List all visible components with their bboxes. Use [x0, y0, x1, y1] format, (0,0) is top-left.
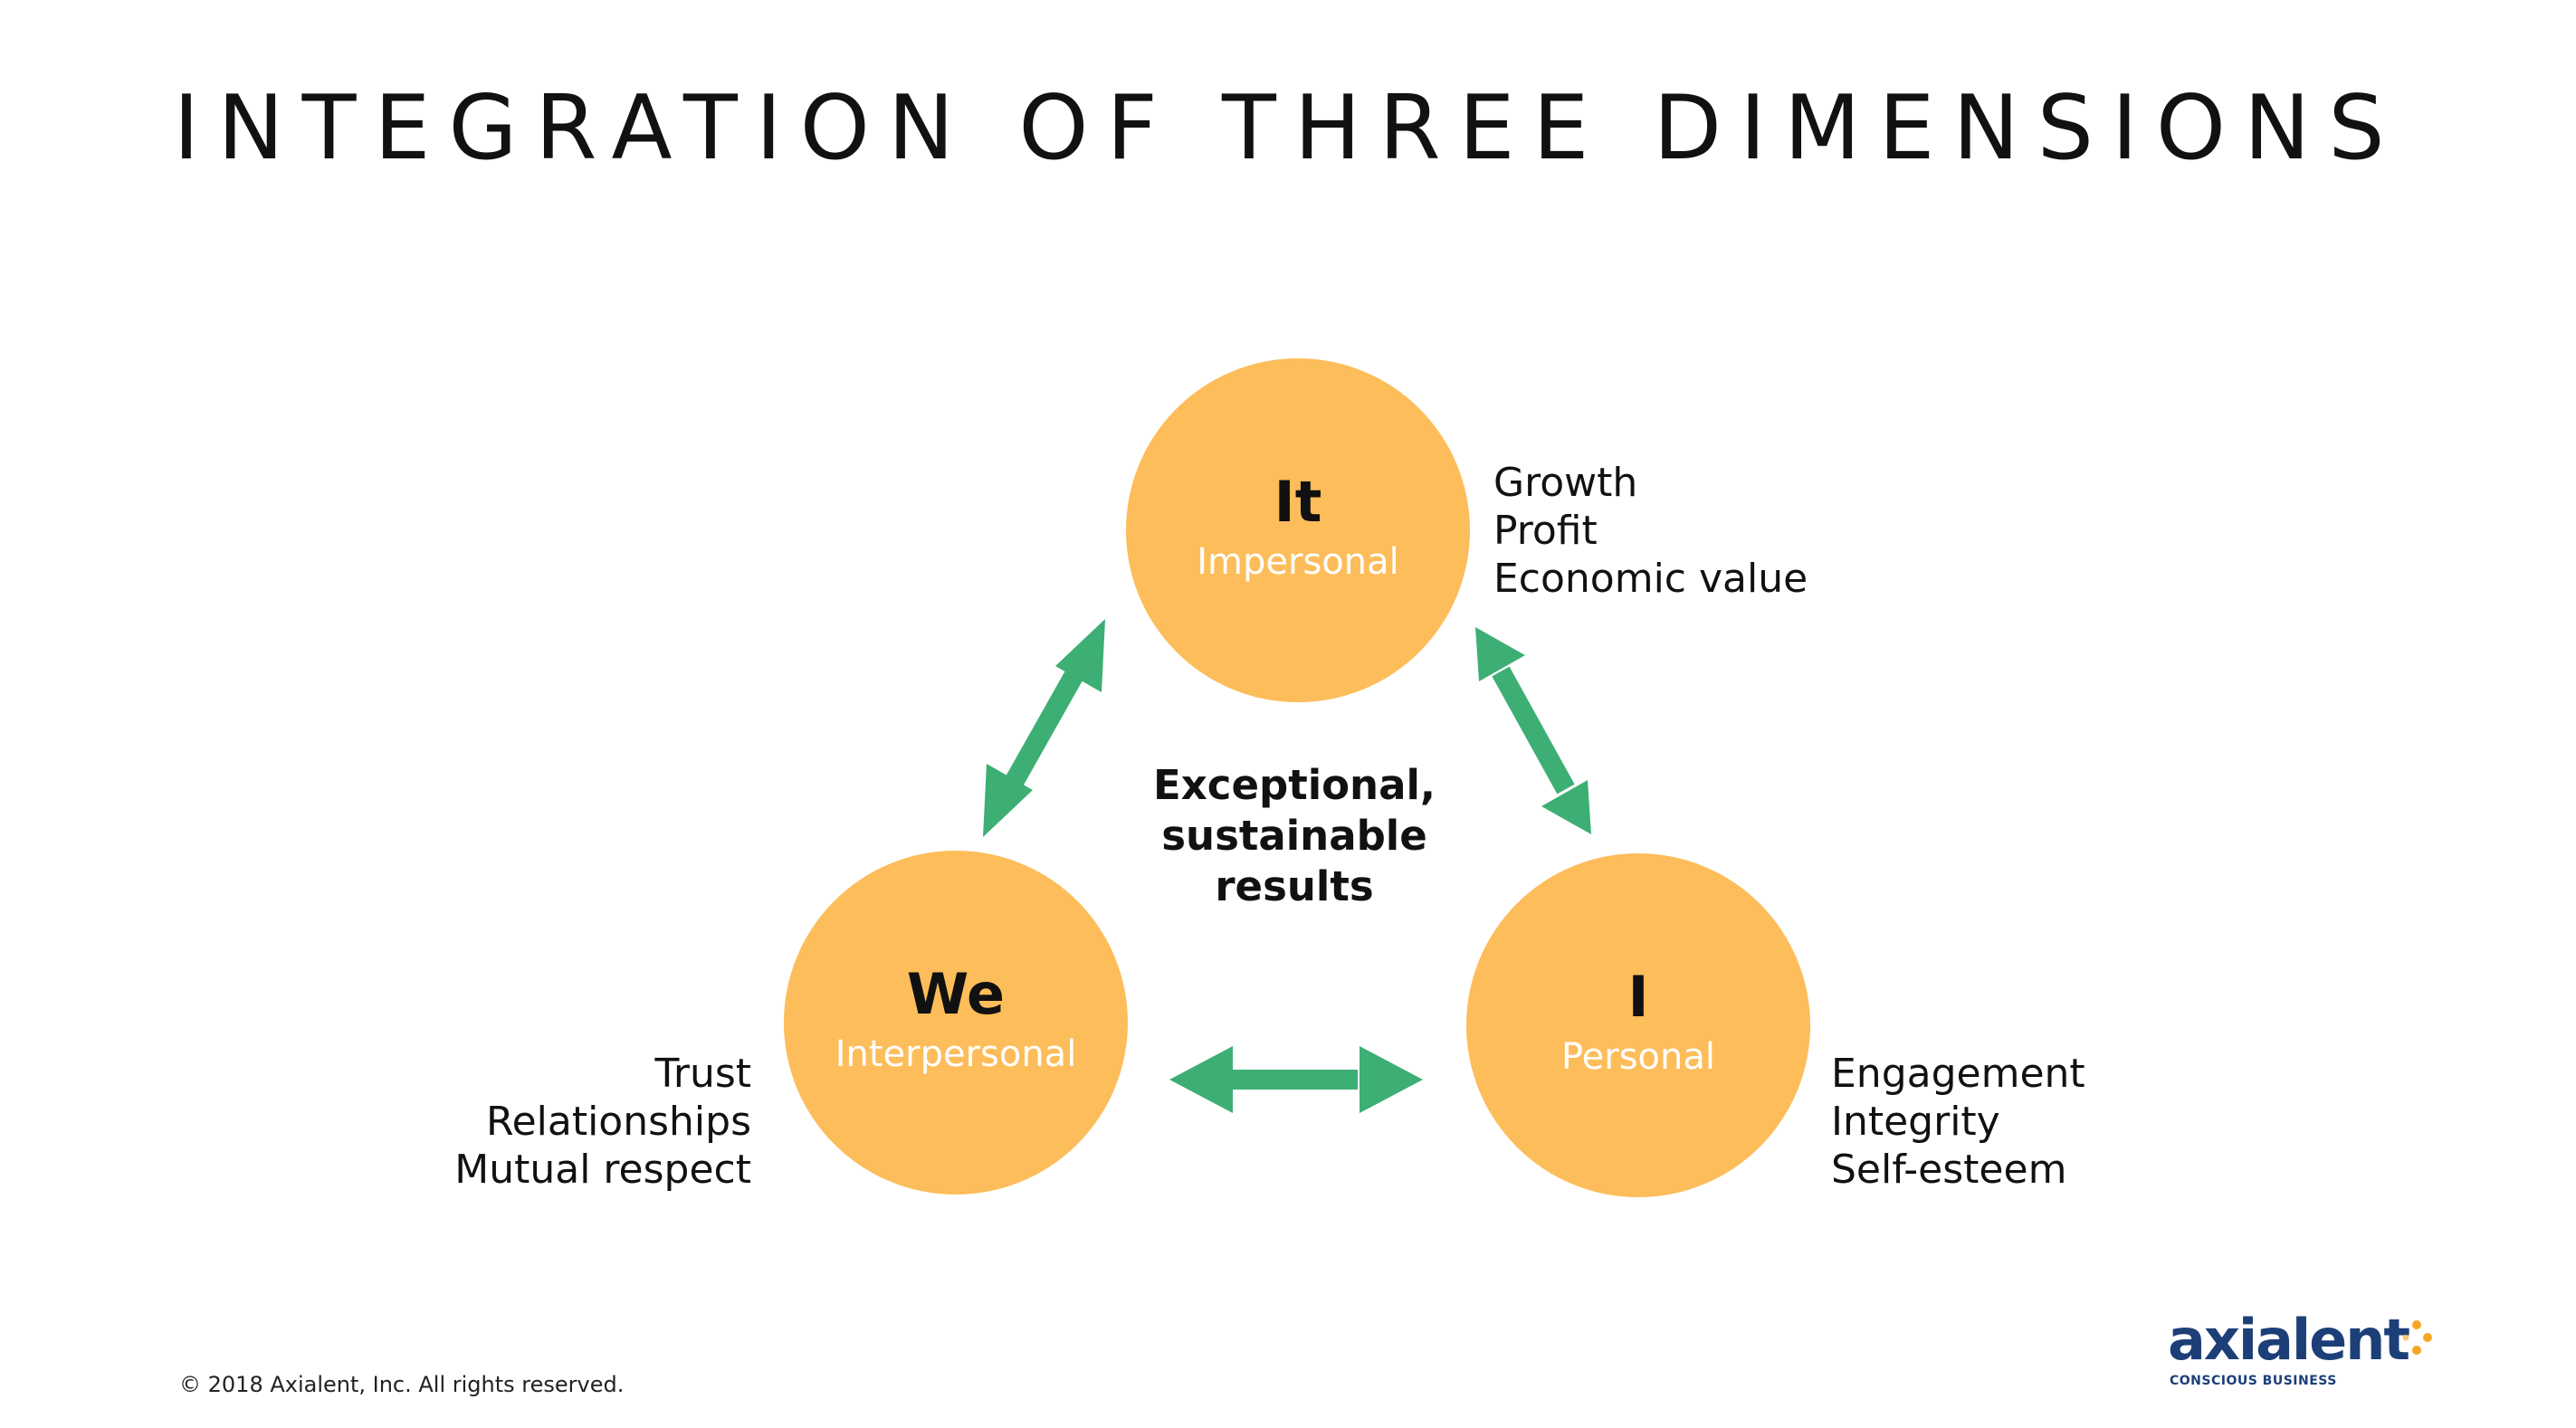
circle-i-sublabel: Personal: [1560, 1036, 1716, 1078]
circle-we-sublabel: Interpersonal: [835, 1033, 1077, 1075]
arrow-we-i: [1169, 1046, 1423, 1113]
we-attributes: Trust Relationships Mutual respect: [434, 1050, 751, 1194]
i-attribute: Self-esteem: [1831, 1147, 2067, 1193]
it-attribute: Growth: [1493, 460, 1638, 506]
logo-tagline: CONSCIOUS BUSINESS: [2170, 1374, 2337, 1388]
arrow-it-i-head-top: [1475, 627, 1525, 681]
circle-it-label: It: [1274, 469, 1322, 535]
arrow-it-we-head-top: [1055, 619, 1105, 692]
we-attribute: Mutual respect: [454, 1147, 751, 1193]
we-attribute: Trust: [654, 1051, 751, 1097]
center-line: sustainable: [1161, 812, 1427, 860]
circle-it: It Impersonal: [1126, 358, 1470, 702]
logo-dots-icon: [2402, 1320, 2432, 1355]
circle-i-label: I: [1627, 964, 1649, 1030]
arrow-we-i-head-left: [1169, 1046, 1233, 1113]
slide-title: INTEGRATION OF THREE DIMENSIONS: [173, 77, 2403, 180]
i-attribute: Engagement: [1831, 1051, 2085, 1097]
arrow-it-i-shaft: [1492, 666, 1575, 795]
arrow-we-i-head-right: [1360, 1046, 1423, 1113]
it-attributes: Growth Profit Economic value: [1493, 459, 1808, 603]
circle-it-sublabel: Impersonal: [1197, 541, 1399, 583]
we-attribute: Relationships: [485, 1099, 751, 1145]
logo-wordmark: axialent: [2168, 1307, 2410, 1373]
i-attributes: Engagement Integrity Self-esteem: [1831, 1050, 2085, 1194]
arrow-it-i: [1475, 627, 1591, 834]
arrow-it-we: [983, 619, 1105, 837]
circle-we-label: We: [906, 961, 1006, 1027]
center-line: results: [1215, 862, 1374, 910]
it-attribute: Profit: [1493, 508, 1598, 554]
center-outcome: Exceptional, sustainable results: [1113, 760, 1475, 912]
arrow-it-we-head-bottom: [983, 764, 1033, 837]
it-attribute: Economic value: [1493, 556, 1808, 602]
arrow-it-i-head-bottom: [1541, 780, 1591, 834]
i-attribute: Integrity: [1831, 1099, 2000, 1145]
center-line: Exceptional,: [1153, 761, 1436, 809]
axialent-logo: axialent CONSCIOUS BUSINESS: [2168, 1312, 2439, 1398]
copyright-notice: © 2018 Axialent, Inc. All rights reserve…: [179, 1372, 625, 1397]
arrow-it-we-shaft: [999, 660, 1089, 797]
circle-we: We Interpersonal: [784, 851, 1128, 1195]
circle-i: I Personal: [1466, 853, 1810, 1197]
